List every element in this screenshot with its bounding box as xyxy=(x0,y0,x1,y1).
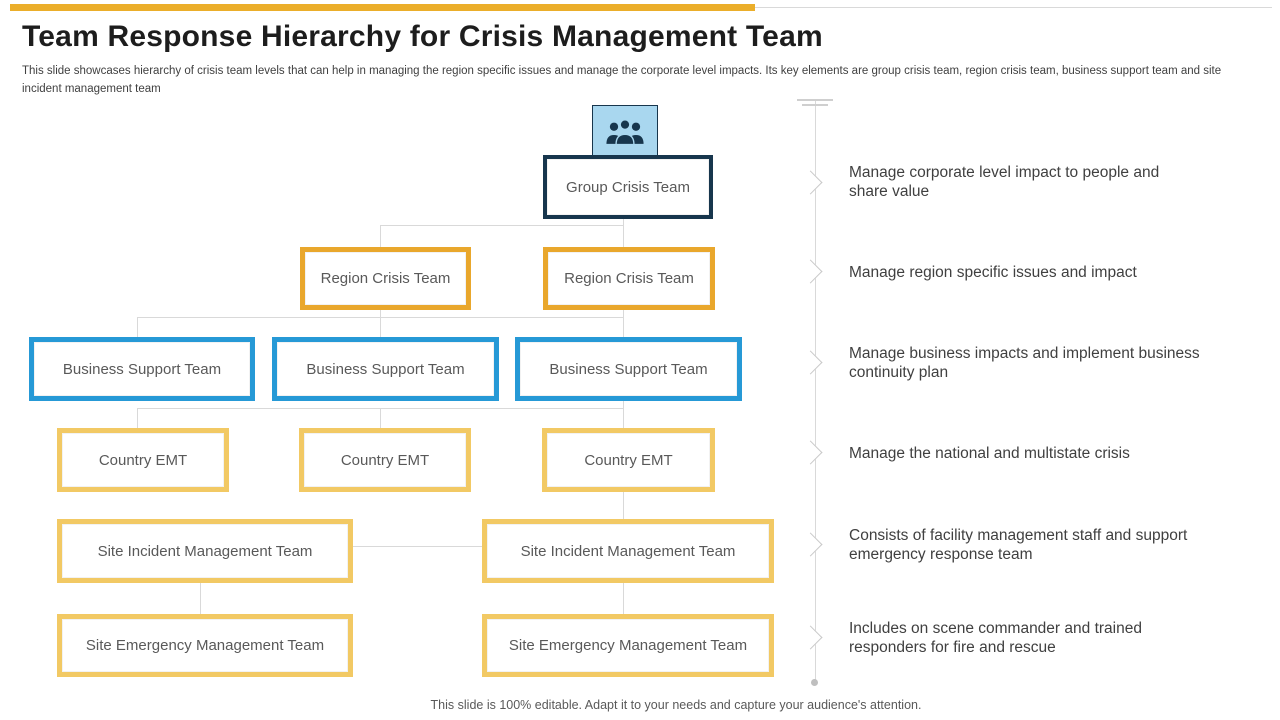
org-node-country-emt-1: Country EMT xyxy=(57,428,229,492)
org-node-site-emergency-mgmt-team-1: Site Emergency Management Team xyxy=(57,614,353,677)
connector-line xyxy=(623,211,624,247)
chevron-right-icon xyxy=(798,532,823,557)
org-node-business-support-team-2: Business Support Team xyxy=(272,337,499,401)
org-node-region-crisis-team-1: Region Crisis Team xyxy=(300,247,471,310)
timeline-item-text: Includes on scene commander and trained … xyxy=(849,620,1142,657)
group-team-icon-box xyxy=(592,105,658,157)
connector-line xyxy=(623,482,624,519)
connector-line xyxy=(200,573,201,614)
footer-note: This slide is 100% editable. Adapt it to… xyxy=(430,698,922,712)
header-rule xyxy=(755,7,1272,8)
connector-line xyxy=(623,573,624,614)
connector-line xyxy=(137,408,138,428)
connector-line xyxy=(623,300,624,337)
accent-bar xyxy=(10,4,755,11)
chevron-right-icon xyxy=(798,259,823,284)
org-node-country-emt-3: Country EMT xyxy=(542,428,715,492)
connector-line xyxy=(380,225,623,226)
org-node-group-crisis-team: Group Crisis Team xyxy=(543,155,713,219)
org-node-site-incident-mgmt-team-1: Site Incident Management Team xyxy=(57,519,353,583)
timeline-item-text: Consists of facility management staff an… xyxy=(849,527,1188,564)
chevron-right-icon xyxy=(798,350,823,375)
org-node-region-crisis-team-2: Region Crisis Team xyxy=(543,247,715,310)
connector-line xyxy=(380,408,381,428)
connector-line xyxy=(380,317,381,337)
page-title: Team Response Hierarchy for Crisis Manag… xyxy=(22,20,823,53)
timeline-top-marker xyxy=(802,104,828,106)
timeline-end-dot xyxy=(811,679,818,686)
connector-line xyxy=(137,317,138,337)
timeline-item-text: Manage region specific issues and impact xyxy=(849,264,1137,281)
org-node-site-emergency-mgmt-team-2: Site Emergency Management Team xyxy=(482,614,774,677)
connector-line xyxy=(343,546,482,547)
subtitle: This slide showcases hierarchy of crisis… xyxy=(22,65,1222,95)
org-node-site-incident-mgmt-team-2: Site Incident Management Team xyxy=(482,519,774,583)
connector-line xyxy=(380,225,381,247)
connector-line xyxy=(623,391,624,428)
timeline-line xyxy=(815,100,816,683)
chevron-right-icon xyxy=(798,170,823,195)
org-node-business-support-team-3: Business Support Team xyxy=(515,337,742,401)
chevron-right-icon xyxy=(798,625,823,650)
users-icon xyxy=(606,118,644,145)
timeline-item-text: Manage corporate level impact to people … xyxy=(849,164,1160,201)
timeline-item-text: Manage the national and multistate crisi… xyxy=(849,445,1130,462)
chevron-right-icon xyxy=(798,440,823,465)
timeline-item-text: Manage business impacts and implement bu… xyxy=(849,345,1200,382)
timeline-top-marker xyxy=(797,99,833,101)
org-node-country-emt-2: Country EMT xyxy=(299,428,471,492)
org-node-business-support-team-1: Business Support Team xyxy=(29,337,255,401)
